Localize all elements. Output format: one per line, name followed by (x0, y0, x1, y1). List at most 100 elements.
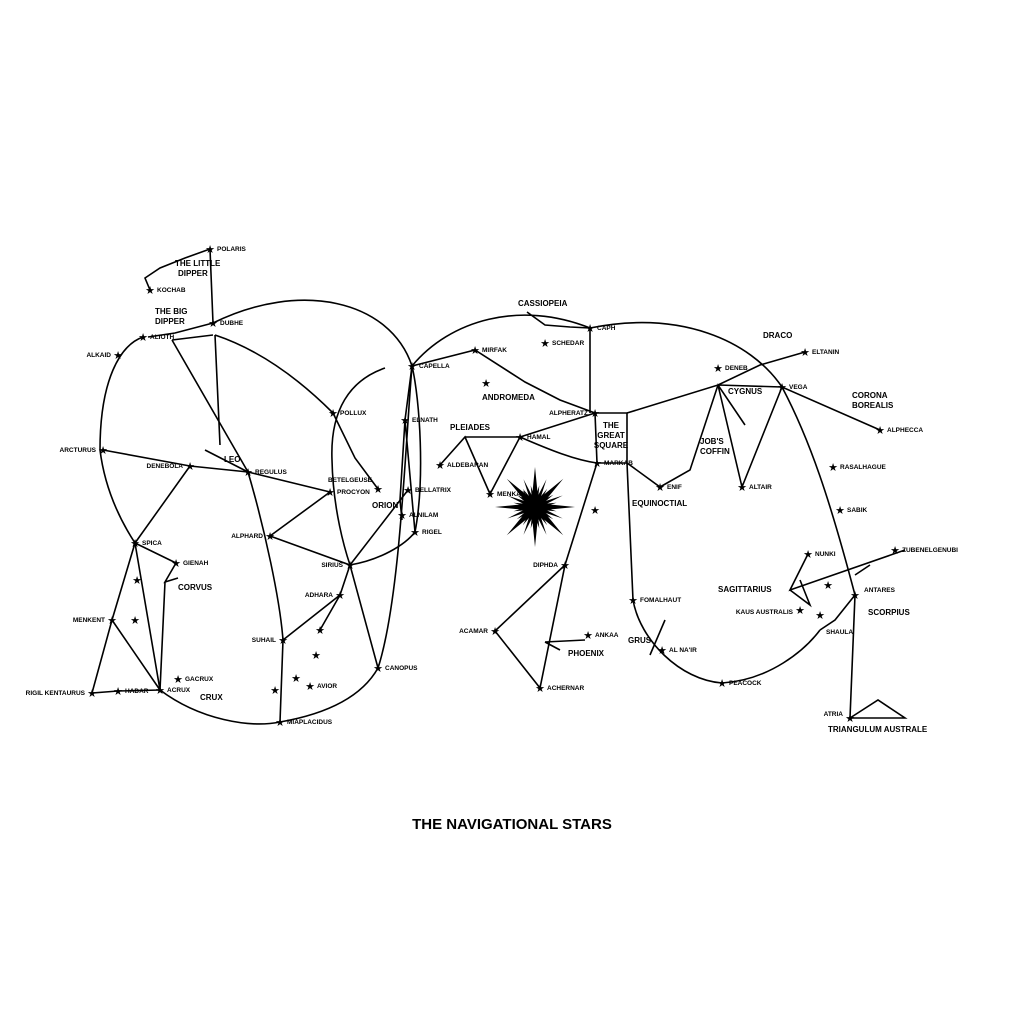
star-label: SABIK (847, 507, 868, 514)
star-label: ACRUX (167, 687, 191, 694)
star-label: SCHEDAR (552, 340, 584, 347)
star-icon: ★ (717, 677, 727, 690)
star-icon: ★ (130, 537, 140, 550)
constellation-label: CORVUS (178, 583, 213, 592)
star-label: MIAPLACIDUS (287, 719, 333, 726)
star-icon: ★ (815, 609, 825, 622)
leo-lines (102, 449, 331, 544)
star-icon: ★ (145, 284, 155, 297)
star-label: BETELGEUSE (328, 477, 373, 484)
constellation-label: LEO (224, 455, 240, 464)
fomalhaut-arc (626, 462, 821, 684)
star-label: PROCYON (337, 489, 370, 496)
connecting-lines (90, 247, 908, 725)
left-loop (99, 336, 161, 691)
star-icon: ★ (328, 407, 338, 420)
star-icon: ★ (875, 424, 885, 437)
star-label: SIRIUS (321, 562, 343, 569)
star-icon: ★ (803, 548, 813, 561)
star-icon: ★ (373, 483, 383, 496)
star-icon: ★ (335, 589, 345, 602)
southern-arc (159, 365, 413, 725)
star-icon: ★ (823, 579, 833, 592)
star-label: AVIOR (317, 683, 337, 690)
star-icon: ★ (107, 614, 117, 627)
star-icon: ★ (291, 672, 301, 685)
star-icon: ★ (410, 526, 420, 539)
star-label: MENKENT (73, 617, 105, 624)
compass-point (534, 502, 557, 510)
andromeda-cassiopeia-lines (411, 311, 596, 414)
constellation-label: PHOENIX (568, 649, 605, 658)
star-icon: ★ (275, 716, 285, 729)
star-label: AL NA'IR (669, 647, 697, 654)
constellation-label: DIPPER (178, 269, 208, 278)
star-label: ARCTURUS (60, 447, 97, 454)
star-icon: ★ (845, 712, 855, 725)
triangulum-australe (847, 699, 908, 719)
star-icon: ★ (583, 629, 593, 642)
star-icon: ★ (345, 559, 355, 572)
constellation-label: DIPPER (155, 317, 185, 326)
star-label: MENKAR (497, 491, 526, 498)
cygnus-lines (626, 351, 881, 490)
grus-line (649, 619, 666, 656)
orion-oval (331, 365, 422, 566)
star-icon: ★ (590, 407, 600, 420)
star-icon: ★ (87, 687, 97, 700)
star-icon: ★ (265, 530, 275, 543)
star-label: CAPH (597, 325, 616, 332)
star-icon: ★ (98, 444, 108, 457)
star-label: SHAULA (826, 629, 853, 636)
star-label: ATRIA (824, 711, 844, 718)
star-label: KOCHAB (157, 287, 186, 294)
star-icon: ★ (535, 682, 545, 695)
star-label: NUNKI (815, 551, 836, 558)
star-label: HADAR (125, 688, 149, 695)
constellation-label: CRUX (200, 693, 223, 702)
star-label: SUHAIL (252, 637, 276, 644)
constellation-label: CYGNUS (728, 387, 763, 396)
constellation-label: EQUINOCTIAL (632, 499, 687, 508)
star-label: BELLATRIX (415, 487, 452, 494)
star-icon: ★ (113, 349, 123, 362)
star-label: CANOPUS (385, 665, 418, 672)
compass-point (532, 479, 547, 508)
constellation-label: BOREALIS (852, 401, 894, 410)
star-label: ALPHECCA (887, 427, 923, 434)
star-label: ACAMAR (459, 628, 488, 635)
star-label: REGULUS (255, 469, 287, 476)
big-dipper-line (147, 322, 214, 341)
star-label: DUBHE (220, 320, 244, 327)
compass-point (507, 495, 536, 510)
star-icon: ★ (130, 614, 140, 627)
constellation-label: PLEIADES (450, 423, 491, 432)
star-icon: ★ (373, 662, 383, 675)
star-label: ALPHERATZ (549, 410, 588, 417)
compass-point (534, 504, 563, 519)
diagram-title: THE NAVIGATIONAL STARS (412, 816, 612, 833)
star-icon: ★ (540, 337, 550, 350)
star-label: DIPHDA (533, 562, 558, 569)
star-label: FOMALHAUT (640, 597, 681, 604)
star-icon: ★ (132, 574, 142, 587)
constellation-label: SAGITTARIUS (718, 585, 772, 594)
star-icon: ★ (205, 243, 215, 256)
constellation-label: GREAT (597, 431, 625, 440)
compass-point (523, 506, 538, 535)
aries-lines (439, 412, 598, 496)
constellation-label: THE BIG (155, 307, 187, 316)
compass-rose-icon (495, 467, 575, 547)
star-markers: ★★★★★★★★★★★★★★★★★★★★★★★★★★★★★★★★★★★★★★★★… (87, 243, 900, 729)
star-icon: ★ (585, 322, 595, 335)
constellation-label: ORION (372, 501, 398, 510)
star-label: RIGIL KENTAURUS (26, 690, 86, 697)
star-icon: ★ (515, 431, 525, 444)
star-icon: ★ (138, 331, 148, 344)
star-icon: ★ (800, 346, 810, 359)
star-icon: ★ (713, 362, 723, 375)
star-label: KAUS AUSTRALIS (736, 609, 794, 616)
